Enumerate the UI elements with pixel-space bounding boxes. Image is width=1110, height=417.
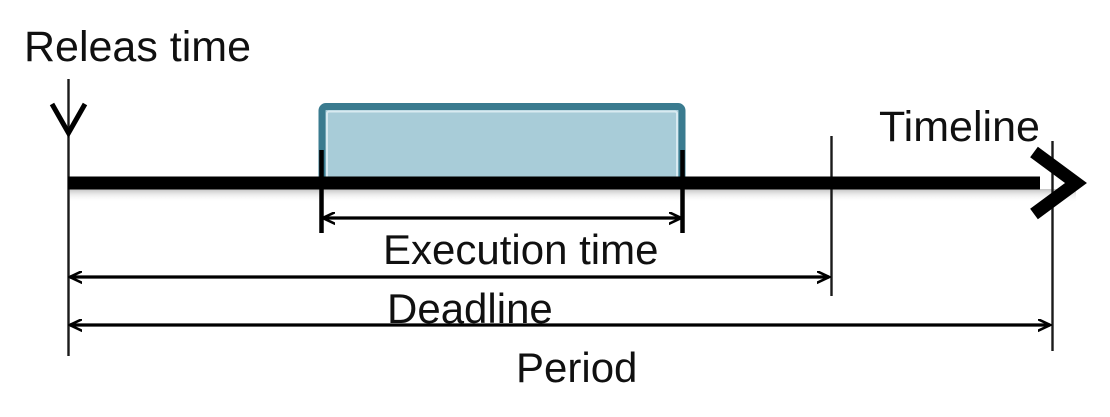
deadline-label: Deadline: [387, 285, 553, 332]
execution-block-inner-highlight: [326, 110, 678, 182]
timeline-axis-shadow: [70, 189, 1076, 202]
release-time-arrow-icon: [49, 102, 88, 139]
period-label: Period: [516, 344, 638, 391]
execution-time-label: Execution time: [383, 226, 659, 273]
release-time-label: Releas time: [24, 23, 252, 71]
timeline-label: Timeline: [879, 103, 1040, 151]
timeline-arrow-icon: [1030, 146, 1087, 220]
